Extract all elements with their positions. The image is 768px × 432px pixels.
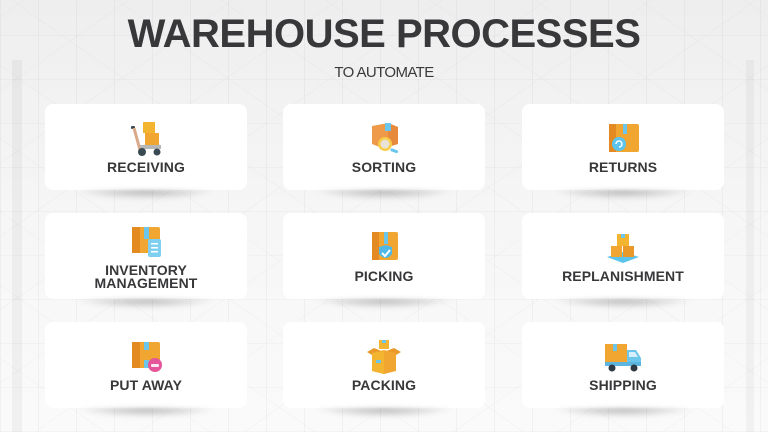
box-magnifier-icon — [372, 123, 399, 154]
box-shield-check-icon — [372, 232, 398, 260]
process-card-shipping: SHIPPING — [522, 322, 724, 408]
box-pink-badge-icon — [132, 342, 162, 372]
process-card-packing: PACKING — [283, 322, 485, 408]
delivery-truck-icon — [605, 344, 641, 372]
process-label: INVENTORY MANAGEMENT — [94, 261, 198, 291]
process-label: PACKING — [351, 377, 417, 393]
process-label: RETURNS — [588, 159, 658, 175]
process-label: PUT AWAY — [109, 377, 183, 393]
box-clipboard-icon — [132, 226, 161, 257]
process-card-picking: PICKING — [283, 213, 485, 299]
process-card-sorting: SORTING — [283, 104, 485, 190]
page-title: WAREHOUSE PROCESSES — [127, 12, 641, 56]
process-card-returns: RETURNS — [522, 104, 724, 190]
process-card-put-away: PUT AWAY — [45, 322, 247, 408]
process-label: RECEIVING — [107, 159, 185, 175]
process-label: PICKING — [354, 268, 414, 284]
stacked-boxes-pallet-icon — [607, 234, 639, 263]
process-label: SORTING — [351, 159, 417, 175]
open-box-icon — [367, 340, 401, 374]
page-subtitle: TO AUTOMATE — [334, 64, 434, 81]
process-label: SHIPPING — [589, 377, 657, 393]
process-card-inventory-management: INVENTORY MANAGEMENT — [45, 213, 247, 299]
process-label: REPLANISHMENT — [562, 268, 684, 284]
process-card-replanishment: REPLANISHMENT — [522, 213, 724, 299]
hand-truck-boxes-icon — [131, 122, 161, 156]
box-return-icon — [609, 124, 639, 152]
process-card-receiving: RECEIVING — [45, 104, 247, 190]
